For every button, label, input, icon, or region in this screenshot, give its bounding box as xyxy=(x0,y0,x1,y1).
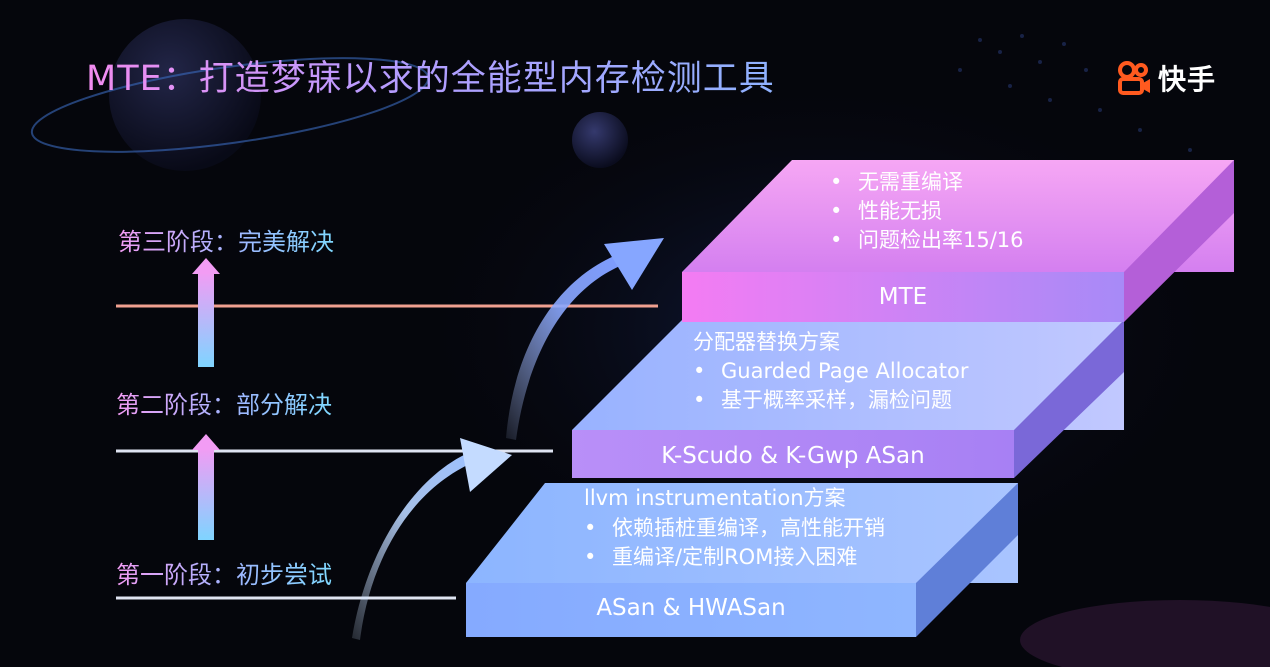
tier-bullet: •重编译/定制ROM接入困难 xyxy=(584,545,858,569)
tier-heading-bottom: llvm instrumentation方案 xyxy=(584,486,846,510)
brand-name: 快手 xyxy=(1158,63,1217,96)
tier-bullet: •依赖插桩重编译，高性能开销 xyxy=(584,516,885,540)
brand-logo: 快手 xyxy=(1116,58,1216,98)
tier-name-top: MTE xyxy=(878,284,928,310)
stage-label-three: 第三阶段：完美解决 xyxy=(118,222,334,257)
stage-arrow-lower xyxy=(192,434,220,540)
tier-bullet: •无需重编译 xyxy=(830,170,963,194)
stage-label-one: 第一阶段：初步尝试 xyxy=(116,555,332,590)
tier-bullet: •基于概率采样，漏检问题 xyxy=(693,388,952,412)
kuaishou-logo-icon xyxy=(1118,61,1150,95)
tier-bullet: •问题检出率15/16 xyxy=(830,228,1024,252)
tier-name-middle: K-Scudo & K-Gwp ASan xyxy=(661,443,925,469)
stage-arrow-upper xyxy=(192,258,220,367)
tier-block-middle xyxy=(572,320,1124,478)
tier-name-bottom: ASan & HWASan xyxy=(596,595,786,621)
stage-label-two: 第二阶段：部分解决 xyxy=(116,385,332,420)
growth-arrow-upper xyxy=(506,238,664,440)
tier-block-bottom xyxy=(466,483,1018,637)
tier-heading-middle: 分配器替换方案 xyxy=(693,330,840,354)
tier-bullet: •Guarded Page Allocator xyxy=(693,359,969,383)
page-title: MTE：打造梦寐以求的全能型内存检测工具 xyxy=(86,50,775,101)
tier-block-top xyxy=(682,160,1234,322)
growth-arrow-lower xyxy=(352,438,512,640)
tier-bullet: •性能无损 xyxy=(830,199,942,223)
